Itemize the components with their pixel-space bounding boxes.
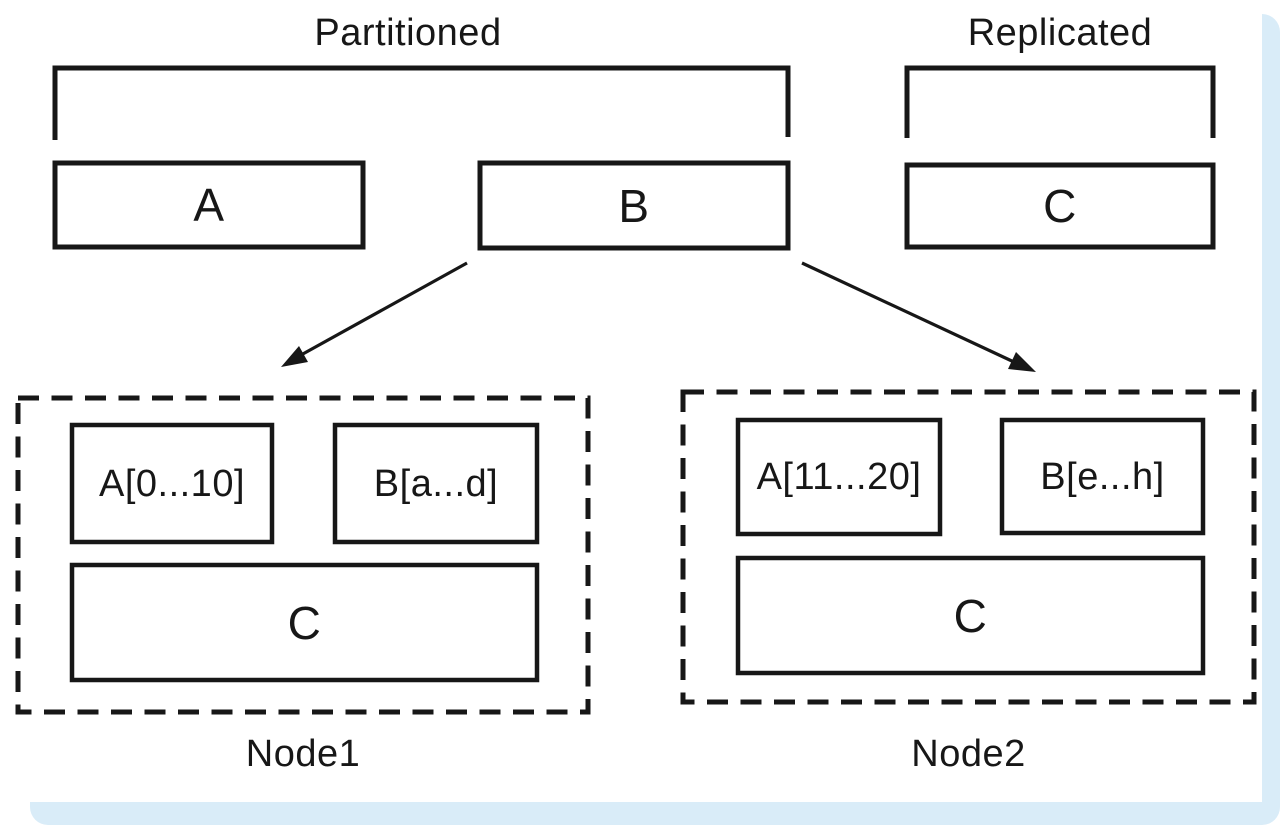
arrow-b-to-node1-line xyxy=(300,261,468,357)
table-a-box xyxy=(52,160,366,250)
node2-partition-a-box xyxy=(735,417,943,537)
replicated-bracket xyxy=(904,65,1216,138)
arrow-b-to-node2-line xyxy=(801,261,1015,364)
partitioned-label: Partitioned xyxy=(314,12,502,54)
arrow-b-to-node2-head-icon xyxy=(1008,352,1036,372)
node1-replica-c-box xyxy=(69,562,540,683)
replicated-label: Replicated xyxy=(967,12,1153,54)
node2-label: Node2 xyxy=(911,733,1026,775)
table-b-box xyxy=(477,160,791,251)
partitioned-bracket xyxy=(52,65,791,140)
node1-label: Node1 xyxy=(245,733,361,775)
node2-replica-c-label: C xyxy=(953,589,988,642)
table-b-label: B xyxy=(618,179,650,232)
table-c-label: C xyxy=(1043,180,1077,232)
node2-partition-b-box xyxy=(999,417,1206,536)
arrow-b-to-node1-head-icon xyxy=(281,346,308,367)
node1-replica-c-label: C xyxy=(287,596,322,649)
node1-dashed-border xyxy=(15,395,591,715)
node2-partition-a-label: A[11...20] xyxy=(756,456,922,498)
node1-partition-a-label: A[0...10] xyxy=(98,462,246,505)
node2-dashed-border xyxy=(680,389,1257,705)
node1-partition-a-box xyxy=(69,422,275,545)
node1-partition-b-box xyxy=(332,422,540,545)
table-c-box xyxy=(904,162,1216,250)
table-a-label: A xyxy=(193,179,225,231)
node1-partition-b-label: B[a...d] xyxy=(373,462,499,505)
node2-replica-c-box xyxy=(735,555,1206,676)
node2-partition-b-label: B[e...h] xyxy=(1040,455,1165,498)
